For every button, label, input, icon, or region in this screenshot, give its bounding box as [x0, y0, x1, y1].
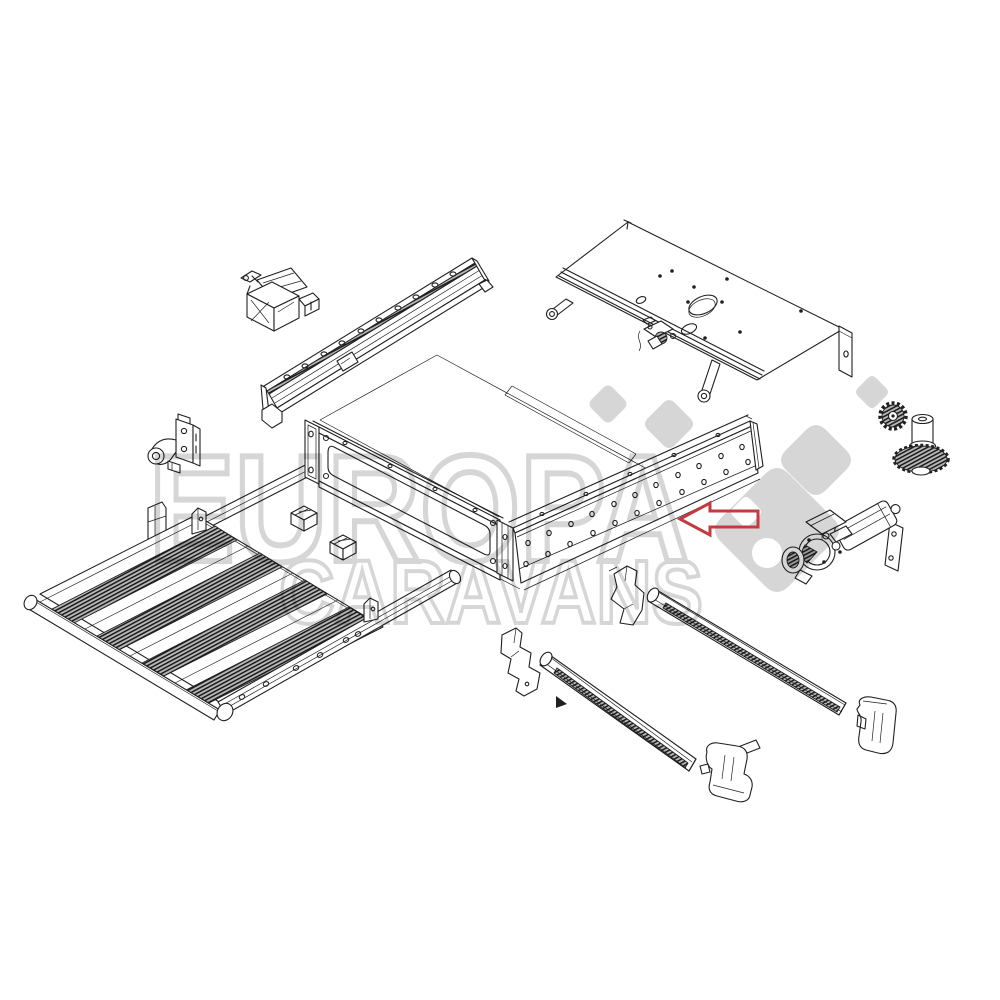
watermark: EUROPA CARAVANS [146, 376, 888, 645]
trim-rail-left [539, 651, 697, 772]
end-cap-right [856, 696, 897, 755]
step-platform [23, 507, 462, 722]
mounting-plate-assembly [545, 219, 853, 403]
end-bracket-lower [699, 739, 761, 803]
logo-diamond-small-3 [856, 376, 888, 408]
trim-rail-right [646, 587, 847, 716]
highlight-arrow [676, 500, 760, 538]
watermark-line1: EUROPA [149, 424, 689, 594]
upper-slide-rail [260, 257, 494, 429]
motor-mount-bracket [240, 267, 320, 332]
bracket-left [500, 627, 541, 697]
logo-diamond-small-1 [589, 385, 627, 423]
step-frame [304, 414, 764, 591]
drive-gear-small [878, 401, 908, 431]
logo-diamond-medium [781, 425, 851, 495]
hinge-bracket [147, 413, 201, 474]
watermark-line2: CARAVANS [279, 543, 703, 643]
drive-gear-bevel [892, 413, 950, 476]
bracket-upper-middle [608, 565, 645, 626]
logo-diamond-small-2 [645, 400, 693, 448]
logo-caravan-body [715, 468, 839, 592]
